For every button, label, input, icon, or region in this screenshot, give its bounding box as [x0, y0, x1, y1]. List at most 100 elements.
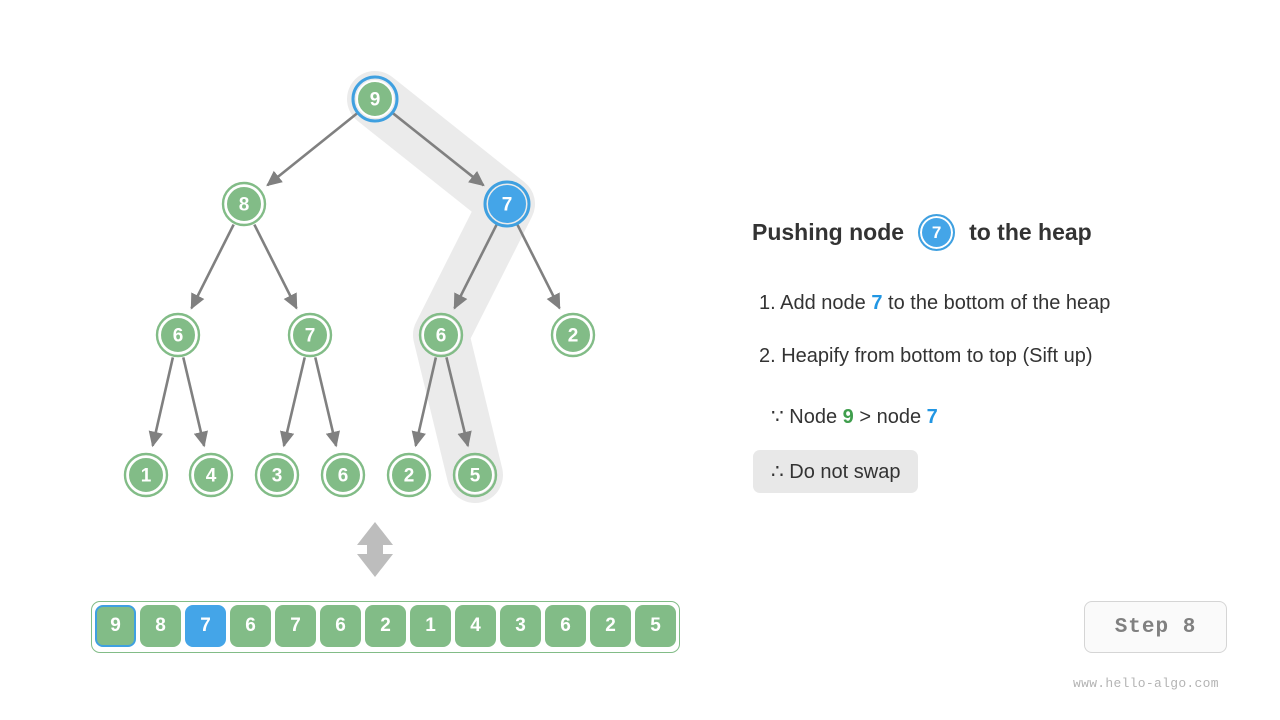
- node-value: 6: [173, 326, 184, 347]
- tree-node[interactable]: 1: [123, 452, 169, 498]
- page-title: Pushing node 7 to the heap: [752, 214, 1092, 251]
- node-circle: [488, 185, 526, 223]
- title-prefix: Pushing node: [752, 219, 905, 245]
- node-circle: [192, 456, 230, 494]
- tree-edge: [190, 223, 235, 310]
- node-value: 8: [239, 195, 250, 216]
- binary-heap-tree: 9 8 7 6 7 6 2 1 4 3 6 2 5: [123, 71, 596, 577]
- node-outline: [550, 312, 596, 358]
- node-circle: [422, 316, 460, 354]
- title-suffix: to the heap: [969, 219, 1092, 245]
- node-value: 5: [470, 466, 481, 487]
- step-2-text: 2. Heapify from bottom to top (Sift up): [759, 345, 1093, 367]
- tree-node[interactable]: 9: [351, 75, 399, 123]
- step-1-lead: 1. Add node: [759, 292, 866, 314]
- node-outline: [188, 452, 234, 498]
- path-band: [347, 71, 535, 503]
- node-highlight-ring: [483, 180, 531, 228]
- tree-edge: [266, 112, 358, 187]
- array-cell[interactable]: 6: [320, 605, 361, 647]
- node-circle: [356, 80, 394, 118]
- reason-value-b: 7: [926, 406, 938, 428]
- reason-operator: >: [859, 406, 872, 428]
- tree-node[interactable]: 6: [418, 312, 464, 358]
- reason-value-a: 9: [842, 406, 854, 428]
- watermark: www.hello-algo.com: [1073, 676, 1219, 691]
- step-counter-badge: Step 8: [1084, 601, 1227, 653]
- array-cell[interactable]: 7: [185, 605, 226, 647]
- array-cell[interactable]: 6: [230, 605, 271, 647]
- array-tree-link-arrow: [357, 522, 393, 577]
- node-circle: [291, 316, 329, 354]
- node-circle: [159, 316, 197, 354]
- sift-up-path-highlight: [347, 71, 535, 503]
- node-value: 9: [370, 90, 381, 111]
- array-cell[interactable]: 8: [140, 605, 181, 647]
- node-outline: [418, 312, 464, 358]
- node-outline: [221, 181, 267, 227]
- node-value: 1: [141, 466, 152, 487]
- tree-node[interactable]: 6: [320, 452, 366, 498]
- tree-node[interactable]: 4: [188, 452, 234, 498]
- tree-edge: [253, 223, 298, 310]
- array-cell[interactable]: 9: [95, 605, 136, 647]
- explanation-panel: Pushing node 7 to the heap 1. Add node 7…: [752, 0, 1212, 720]
- node-outline: [452, 452, 498, 498]
- tree-edge: [453, 223, 498, 310]
- tree-edges: [148, 112, 561, 448]
- reason-mid: node: [876, 406, 922, 428]
- step-1-text: 1. Add node 7 to the bottom of the heap: [759, 292, 1110, 315]
- tree-node[interactable]: 6: [155, 312, 201, 358]
- tree-edge: [392, 112, 485, 187]
- node-value: 6: [436, 326, 447, 347]
- because-symbol: ∵: [771, 406, 784, 428]
- array-cell[interactable]: 4: [455, 605, 496, 647]
- array-cell[interactable]: 5: [635, 605, 676, 647]
- array-cell[interactable]: 2: [590, 605, 631, 647]
- node-circle: [127, 456, 165, 494]
- tree-node[interactable]: 7: [483, 180, 531, 228]
- tree-node[interactable]: 2: [386, 452, 432, 498]
- tree-node[interactable]: 7: [287, 312, 333, 358]
- node-circle: [258, 456, 296, 494]
- tree-node[interactable]: 5: [452, 452, 498, 498]
- tree-edge: [182, 357, 208, 448]
- step-1-tail: to the bottom of the heap: [888, 292, 1111, 314]
- reason-line: ∵ Node 9 > node 7: [771, 404, 938, 429]
- node-circle: [225, 185, 263, 223]
- tree-node[interactable]: 3: [254, 452, 300, 498]
- node-value: 2: [404, 466, 415, 487]
- node-outline: [123, 452, 169, 498]
- node-outline: [155, 312, 201, 358]
- tree-edge: [411, 357, 438, 448]
- node-value: 7: [502, 195, 513, 216]
- node-value: 2: [568, 326, 579, 347]
- tree-edge: [314, 357, 340, 448]
- title-node-badge: 7: [918, 214, 956, 251]
- node-value: 3: [272, 466, 283, 487]
- node-value: 7: [305, 326, 316, 347]
- tree-edge: [148, 357, 175, 448]
- array-cell[interactable]: 6: [545, 605, 586, 647]
- tree-node[interactable]: 8: [221, 181, 267, 227]
- conclusion-badge: ∴ Do not swap: [753, 450, 919, 493]
- array-cell[interactable]: 3: [500, 605, 541, 647]
- node-circle: [554, 316, 592, 354]
- tree-edge: [516, 223, 561, 310]
- node-value: 6: [338, 466, 349, 487]
- array-cell[interactable]: 7: [275, 605, 316, 647]
- tree-node[interactable]: 2: [550, 312, 596, 358]
- conclusion-text: Do not swap: [789, 461, 901, 483]
- node-outline: [386, 452, 432, 498]
- node-value: 4: [206, 466, 217, 487]
- array-cell[interactable]: 2: [365, 605, 406, 647]
- reason-pre: Node: [789, 406, 838, 428]
- node-circle: [324, 456, 362, 494]
- node-circle: [456, 456, 494, 494]
- array-cell[interactable]: 1: [410, 605, 451, 647]
- tree-nodes: 9 8 7 6 7 6 2 1 4 3 6 2 5: [123, 75, 596, 498]
- step-1-value: 7: [871, 292, 883, 314]
- node-outline: [254, 452, 300, 498]
